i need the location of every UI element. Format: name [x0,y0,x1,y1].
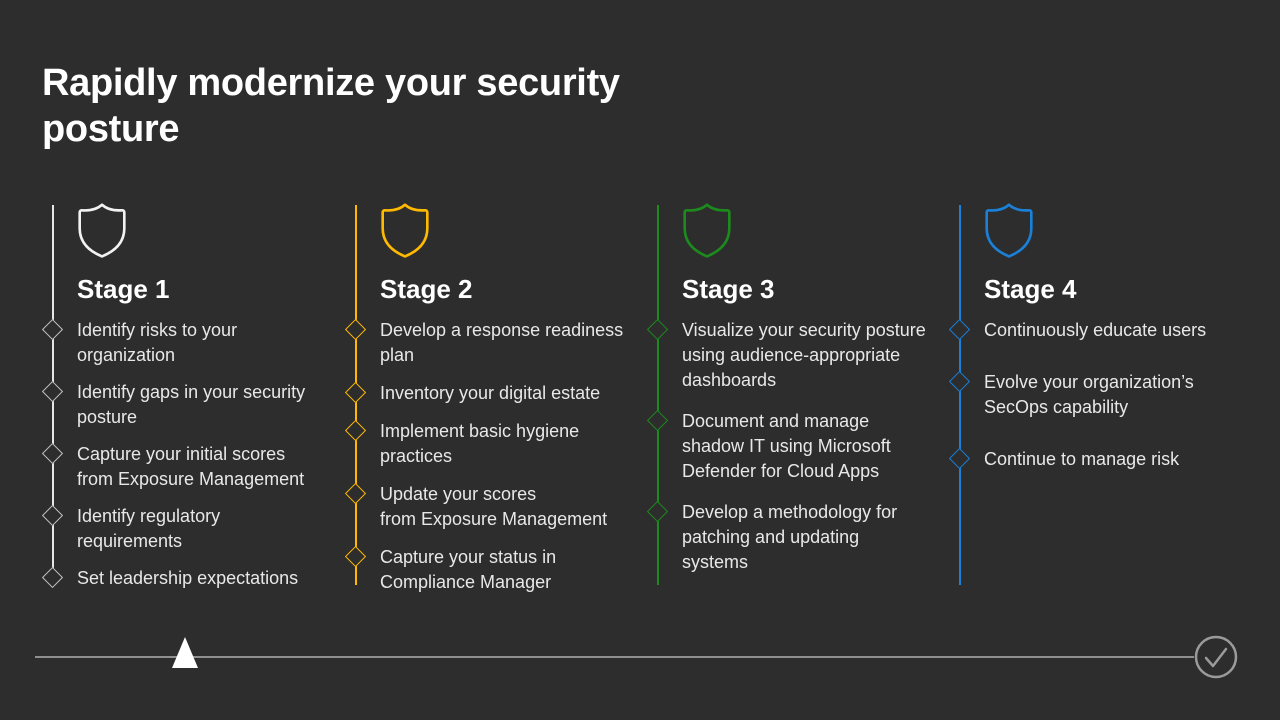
item-text: Inventory your digital estate [380,383,601,403]
item-text: Capture your status in Compliance Manage… [380,547,557,592]
stage-2-heading: Stage 2 [380,274,473,304]
stage-4-heading: Stage 4 [984,274,1077,304]
progress-triangle-icon [172,637,198,668]
item-text: Identify gaps in your security posture [77,382,306,427]
list-item: Visualize your security posture using au… [646,318,962,393]
diamond-bullet-icon [41,504,64,527]
stage-4-vertical-line [959,205,961,585]
item-text: Continuously educate users [984,320,1207,340]
diamond-bullet-icon [41,380,64,403]
list-item: Identify risks to your organization [41,318,357,368]
list-item: Update your scores from Exposure Managem… [344,482,660,532]
stage-4-items: Continuously educate users Evolve your o… [948,318,1264,499]
stage-3-vertical-line [657,205,659,585]
item-text: Identify regulatory requirements [77,506,221,551]
list-item: Identify gaps in your security posture [41,380,357,430]
item-text: Update your scores from Exposure Managem… [380,484,608,529]
stage-1-items: Identify risks to your organization Iden… [41,318,357,603]
shield-icon [985,203,1033,258]
item-text: Visualize your security posture using au… [682,320,926,390]
list-item: Document and manage shadow IT using Micr… [646,409,962,484]
list-item: Develop a response readiness plan [344,318,660,368]
page-title: Rapidly modernize your security posture [42,62,620,150]
list-item: Set leadership expectations [41,566,357,591]
item-text: Continue to manage risk [984,449,1180,469]
item-text: Implement basic hygiene practices [380,421,580,466]
list-item: Identify regulatory requirements [41,504,357,554]
check-circle-icon [1194,635,1238,679]
list-item: Implement basic hygiene practices [344,419,660,469]
diamond-bullet-icon [41,318,64,341]
item-text: Document and manage shadow IT using Micr… [682,411,891,481]
item-text: Develop a methodology for patching and u… [682,502,898,572]
stage-1-heading: Stage 1 [77,274,170,304]
item-text: Develop a response readiness plan [380,320,624,365]
list-item: Capture your initial scores from Exposur… [41,442,357,492]
diamond-bullet-icon [41,442,64,465]
item-text: Identify risks to your organization [77,320,238,365]
list-item: Evolve your organization’s SecOps capabi… [948,370,1264,420]
stage-3-heading: Stage 3 [682,274,775,304]
list-item: Continue to manage risk [948,447,1264,472]
stage-2-items: Develop a response readiness plan Invent… [344,318,660,608]
shield-icon [78,203,126,258]
timeline-line [35,656,1194,658]
shield-icon [381,203,429,258]
item-text: Capture your initial scores from Exposur… [77,444,305,489]
diamond-bullet-icon [41,566,64,589]
list-item: Continuously educate users [948,318,1264,343]
list-item: Inventory your digital estate [344,381,660,406]
shield-icon [683,203,731,258]
list-item: Capture your status in Compliance Manage… [344,545,660,595]
item-text: Evolve your organization’s SecOps capabi… [984,372,1194,417]
item-text: Set leadership expectations [77,568,299,588]
stage-3-items: Visualize your security posture using au… [646,318,962,591]
list-item: Develop a methodology for patching and u… [646,500,962,575]
